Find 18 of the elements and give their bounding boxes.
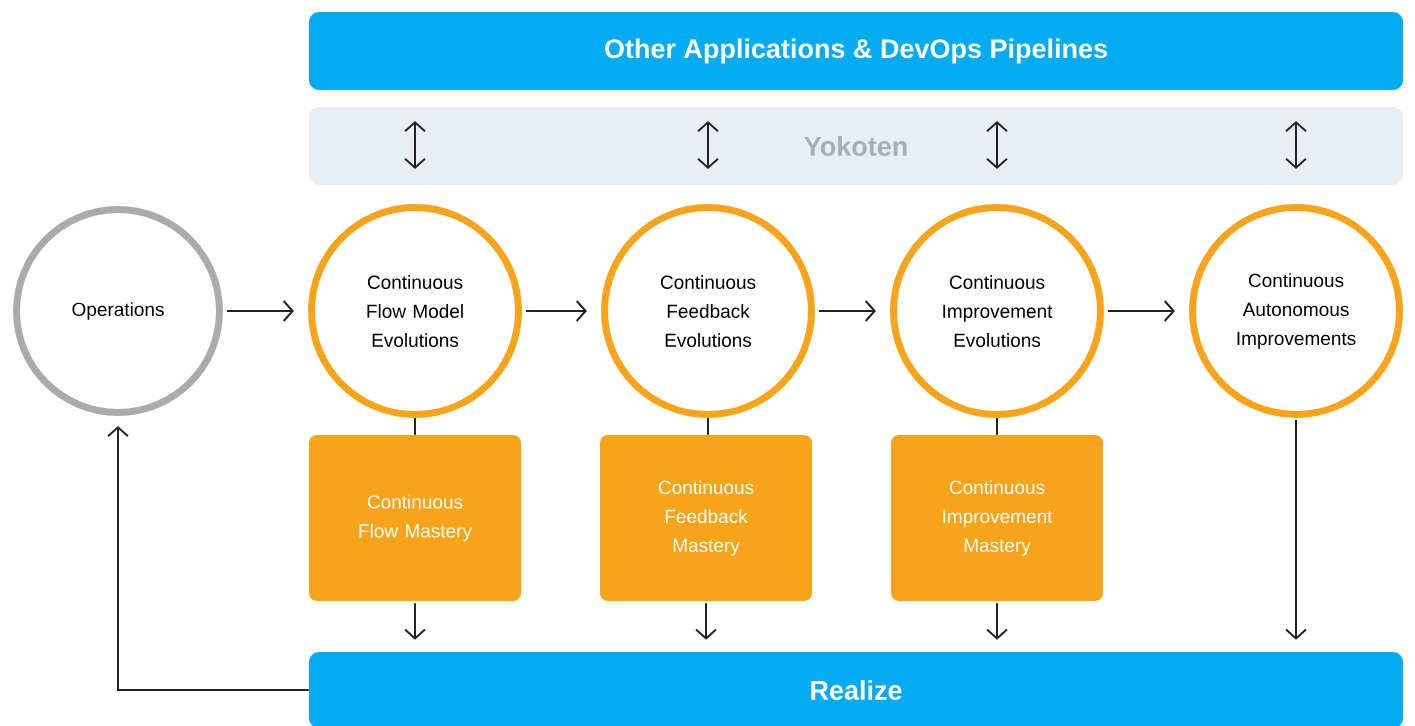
arrow xyxy=(226,300,294,322)
connector-line xyxy=(414,417,416,436)
mastery-box: Continuous Flow Mastery xyxy=(309,435,521,601)
band: Yokoten xyxy=(309,107,1403,185)
mastery-box: Continuous Feedback Mastery xyxy=(600,435,812,601)
arrow xyxy=(1107,300,1175,322)
banner-bar: Realize xyxy=(309,652,1403,726)
banner-bar: Other Applications & DevOps Pipelines xyxy=(309,12,1403,90)
arrow xyxy=(107,426,310,691)
arrow xyxy=(818,300,876,322)
arrow xyxy=(525,300,587,322)
mastery-box: Continuous Improvement Mastery xyxy=(891,435,1103,601)
arrow xyxy=(695,602,717,640)
arrow xyxy=(986,602,1008,640)
arrow xyxy=(1285,419,1307,640)
connector-line xyxy=(707,417,709,436)
arrow xyxy=(404,602,426,640)
connector-line xyxy=(996,417,998,436)
